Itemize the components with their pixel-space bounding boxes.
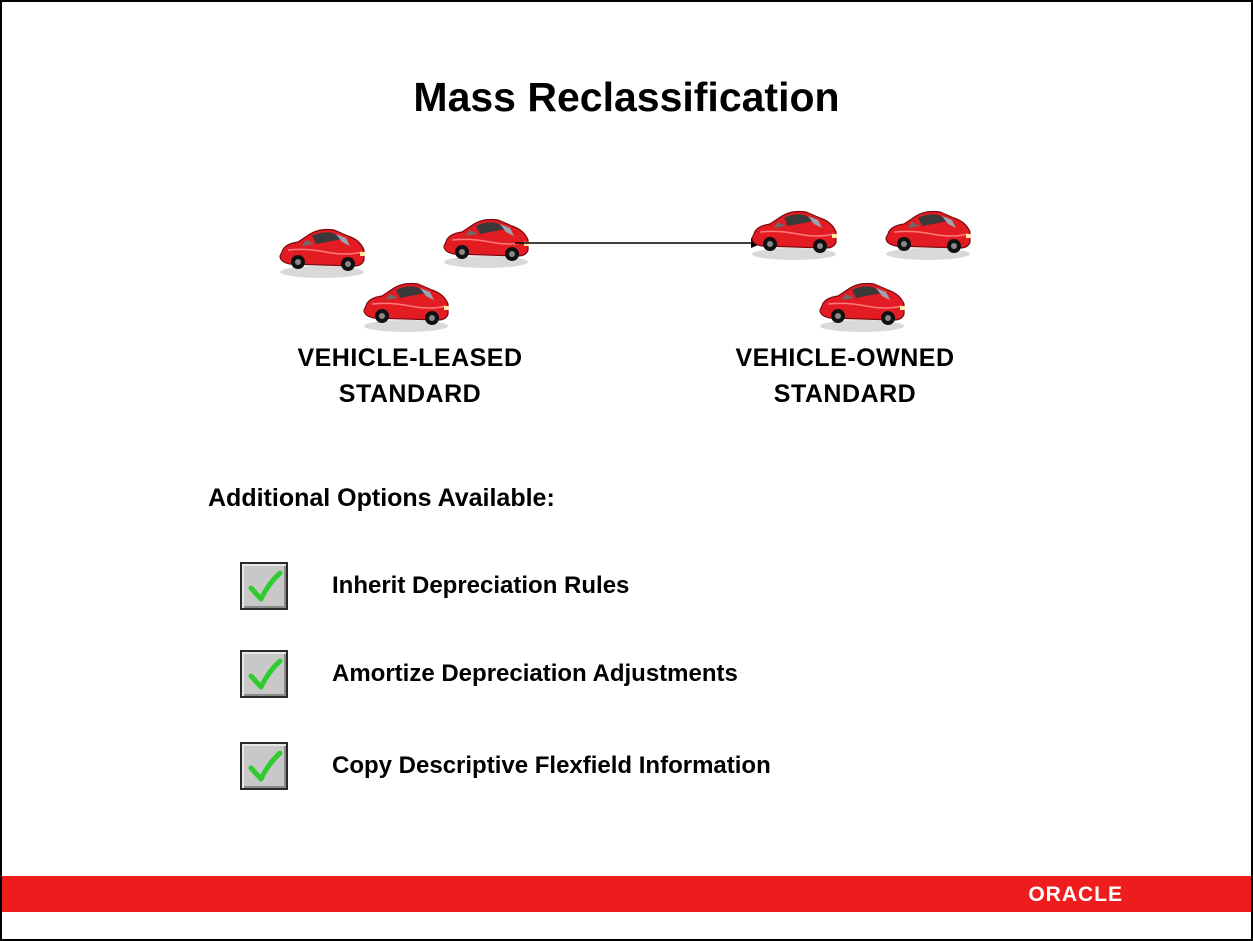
option-amortize-depreciation-adjustments: Amortize Depreciation Adjustments bbox=[240, 650, 940, 702]
footer-bar: ORACLE bbox=[2, 876, 1251, 912]
source-category-line2: STANDARD bbox=[338, 380, 482, 408]
oracle-logo: ORACLE bbox=[1028, 883, 1123, 906]
target-category-line1: VEHICLE-OWNED bbox=[735, 344, 955, 372]
source-category-line1: VEHICLE-LEASED bbox=[297, 344, 523, 372]
option-inherit-depreciation-rules: Inherit Depreciation Rules bbox=[240, 562, 940, 614]
checkmark-icon bbox=[246, 656, 284, 694]
option-label: Amortize Depreciation Adjustments bbox=[332, 660, 738, 687]
options-heading: Additional Options Available: bbox=[208, 484, 555, 512]
target-category-label: VEHICLE-OWNED STANDARD bbox=[700, 340, 990, 412]
source-category-label: VEHICLE-LEASED STANDARD bbox=[260, 340, 560, 412]
checkbox-checked bbox=[240, 650, 288, 698]
option-label: Inherit Depreciation Rules bbox=[332, 572, 630, 599]
checkbox-checked bbox=[240, 742, 288, 790]
car-icon bbox=[276, 222, 368, 280]
arrow-icon bbox=[515, 238, 763, 248]
option-copy-descriptive-flexfield: Copy Descriptive Flexfield Information bbox=[240, 742, 940, 794]
checkmark-icon bbox=[246, 568, 284, 606]
checkmark-icon bbox=[246, 748, 284, 786]
car-icon bbox=[882, 204, 974, 262]
checkbox-checked bbox=[240, 562, 288, 610]
car-icon bbox=[748, 204, 840, 262]
slide-title: Mass Reclassification bbox=[413, 74, 840, 120]
target-category-line2: STANDARD bbox=[773, 380, 917, 408]
car-icon bbox=[360, 276, 452, 334]
option-label: Copy Descriptive Flexfield Information bbox=[332, 752, 771, 779]
car-icon bbox=[816, 276, 908, 334]
